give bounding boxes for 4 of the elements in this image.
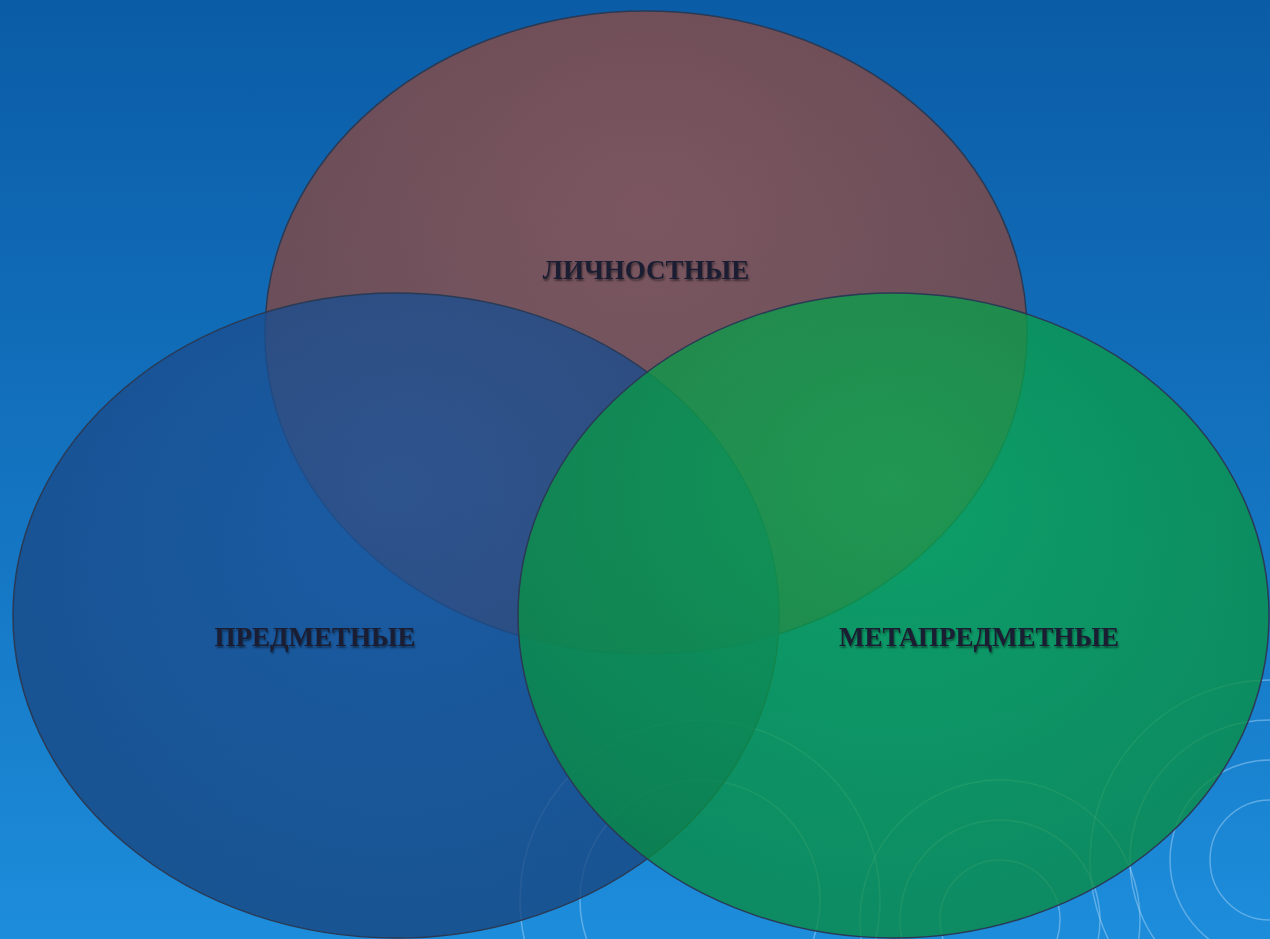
- circle-label: ЛИЧНОСТНЫЕ: [542, 254, 750, 286]
- circle-label: ПРЕДМЕТНЫЕ: [214, 621, 416, 653]
- circle-label: МЕТАПРЕДМЕТНЫЕ: [838, 621, 1120, 653]
- venn-circle: [517, 292, 1270, 939]
